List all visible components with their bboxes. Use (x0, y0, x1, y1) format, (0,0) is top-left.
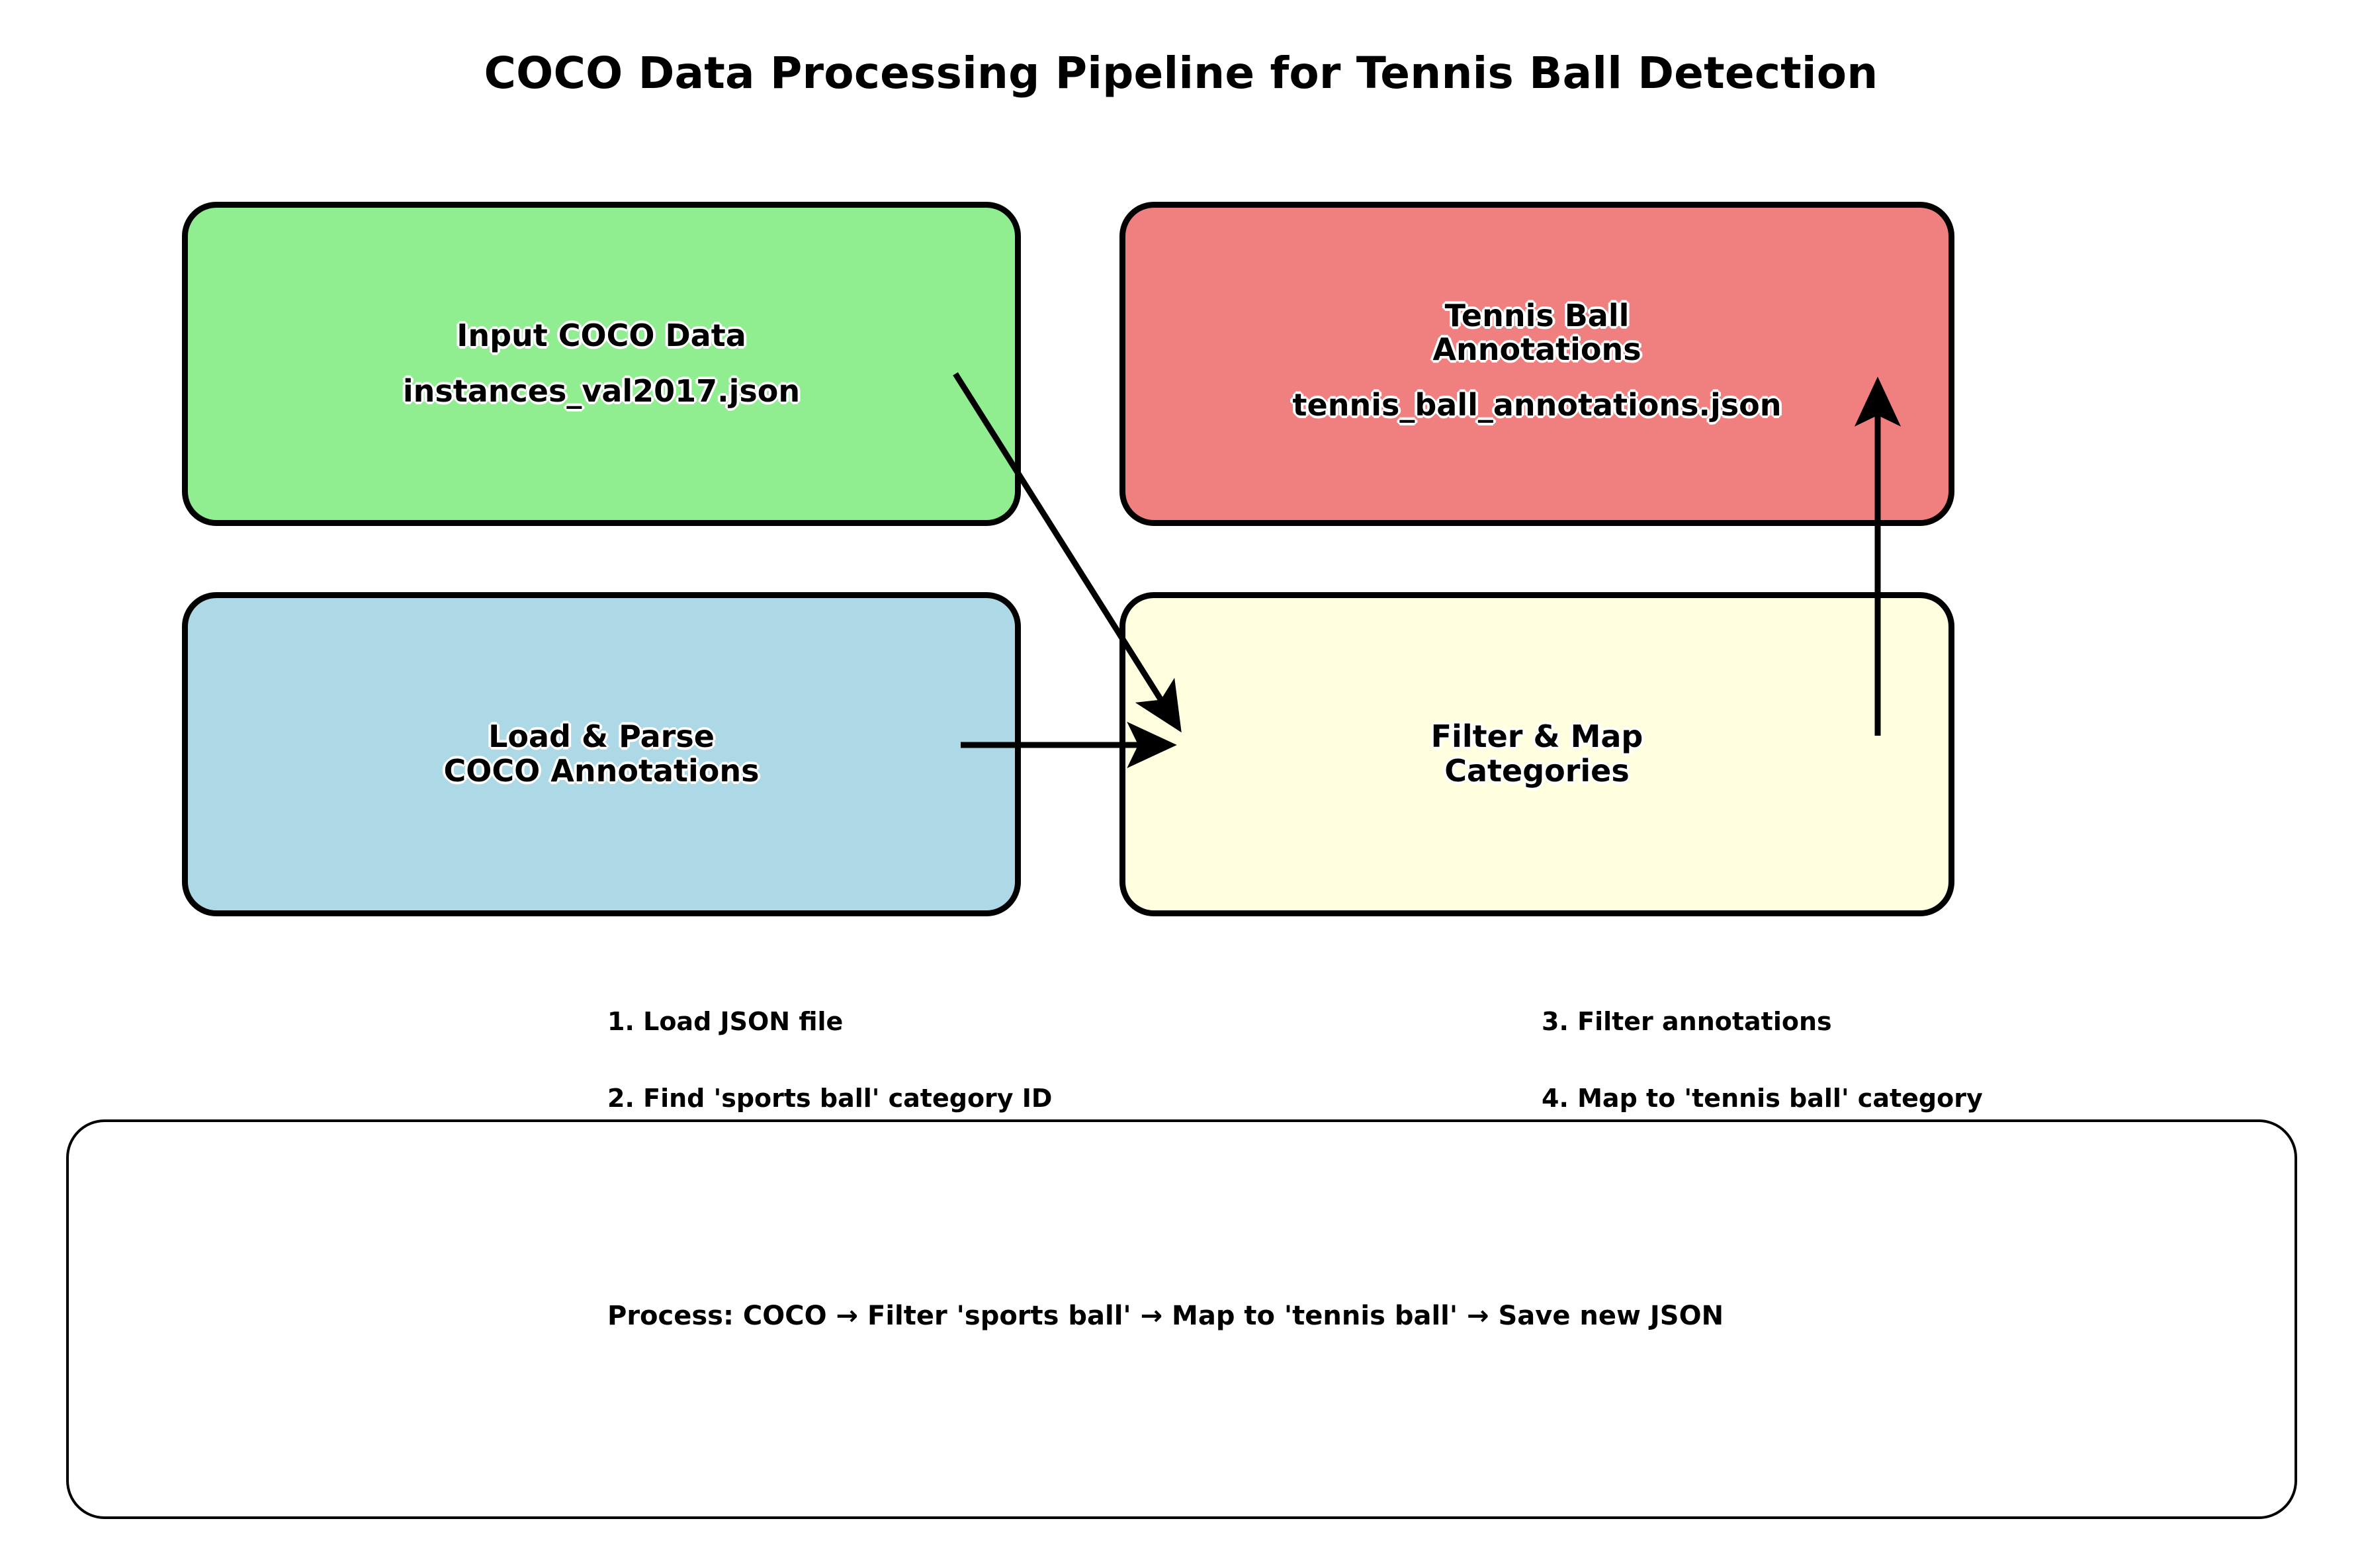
step-label-1: 1. Load JSON file (607, 1007, 844, 1036)
node-input-coco-data-title: Input COCO Data (457, 318, 746, 354)
step-label-3: 3. Filter annotations (1542, 1007, 1832, 1036)
node-filter-map-categories[interactable]: Filter & Map Categories (1119, 592, 1954, 916)
node-filter-map-categories-title: Filter & Map Categories (1430, 719, 1643, 789)
page-title: COCO Data Processing Pipeline for Tennis… (484, 48, 1878, 99)
node-input-coco-data-subtitle: instances_val2017.json (402, 373, 801, 409)
node-tennis-ball-annotations-subtitle: tennis_ball_annotations.json (1292, 386, 1782, 423)
step-label-2: 2. Find 'sports ball' category ID (607, 1084, 1053, 1113)
summary-panel (66, 1119, 2297, 1519)
step-label-4: 4. Map to 'tennis ball' category (1542, 1084, 1983, 1113)
node-load-parse-coco-annotations[interactable]: Load & Parse COCO Annotations (182, 592, 1021, 916)
summary-process-text: Process: COCO → Filter 'sports ball' → M… (607, 1301, 1724, 1331)
node-tennis-ball-annotations[interactable]: Tennis Ball Annotations tennis_ball_anno… (1119, 202, 1954, 526)
node-input-coco-data[interactable]: Input COCO Data instances_val2017.json (182, 202, 1021, 526)
node-load-parse-coco-annotations-title: Load & Parse COCO Annotations (443, 719, 760, 789)
node-tennis-ball-annotations-title: Tennis Ball Annotations (1432, 297, 1641, 368)
